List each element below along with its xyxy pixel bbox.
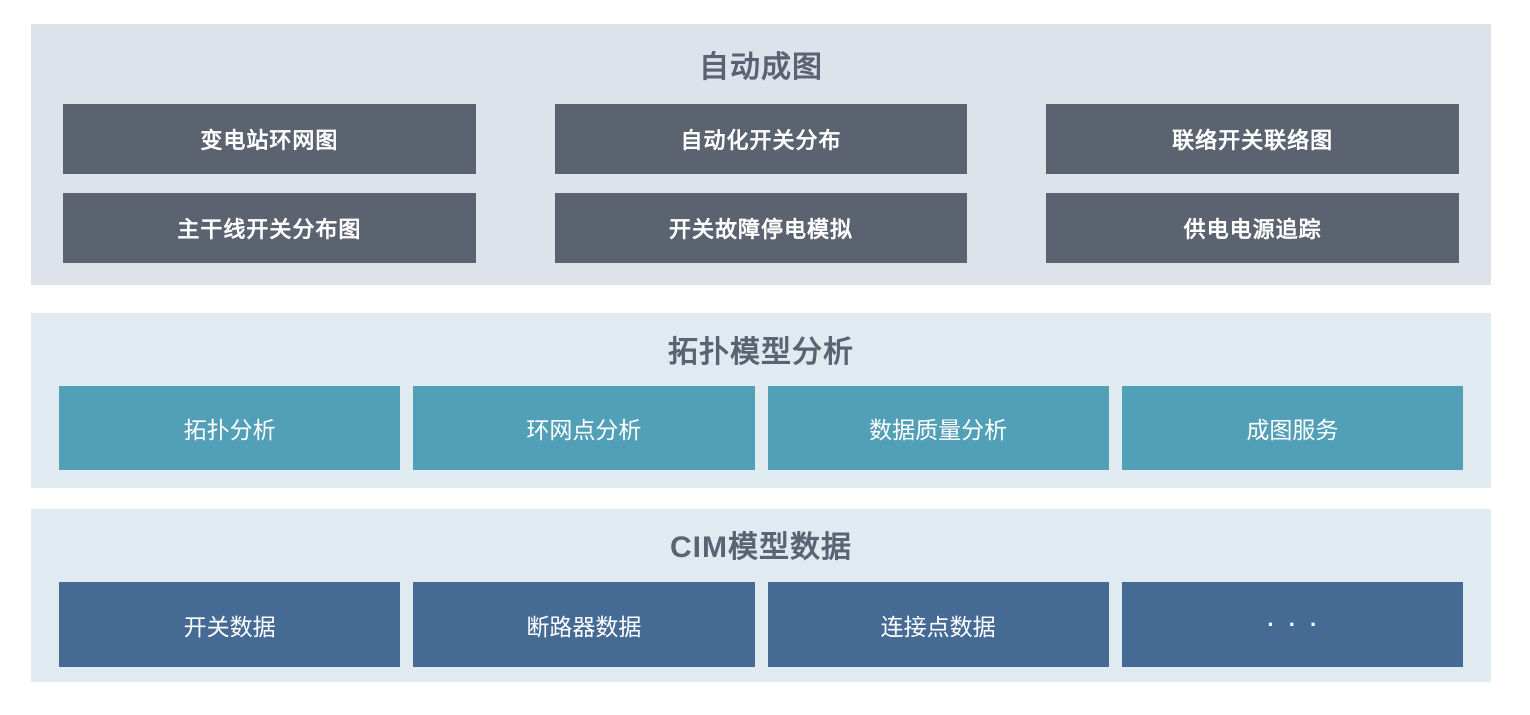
module-switch-data: 开关数据	[59, 582, 401, 667]
section-topology-analysis: 拓扑模型分析 拓扑分析 环网点分析 数据质量分析 成图服务	[31, 313, 1491, 488]
section-auto-mapping: 自动成图 变电站环网图 自动化开关分布 联络开关联络图 主干线开关分布图 开关故…	[31, 24, 1491, 285]
module-diagram-generation-service: 成图服务	[1121, 386, 1463, 470]
module-tie-switch-connection-diagram: 联络开关联络图	[1046, 104, 1459, 174]
topology-analysis-row: 拓扑分析 环网点分析 数据质量分析 成图服务	[59, 386, 1463, 470]
section-cim-model-data: CIM模型数据 开关数据 断路器数据 连接点数据 ···	[31, 509, 1491, 682]
section-auto-mapping-title: 自动成图	[699, 51, 823, 84]
module-power-source-tracing: 供电电源追踪	[1046, 193, 1459, 263]
module-ring-point-analysis: 环网点分析	[413, 386, 755, 470]
module-connection-point-data: 连接点数据	[767, 582, 1109, 667]
section-cim-model-data-title: CIM模型数据	[670, 531, 852, 564]
module-substation-ring-diagram: 变电站环网图	[63, 104, 476, 174]
cim-model-data-row: 开关数据 断路器数据 连接点数据 ···	[59, 582, 1463, 667]
module-more-ellipsis: ···	[1121, 582, 1463, 667]
auto-mapping-row-1: 变电站环网图 自动化开关分布 联络开关联络图	[63, 104, 1459, 174]
module-data-quality-analysis: 数据质量分析	[767, 386, 1109, 470]
auto-mapping-row-2: 主干线开关分布图 开关故障停电模拟 供电电源追踪	[63, 193, 1459, 263]
module-breaker-data: 断路器数据	[413, 582, 755, 667]
module-switch-fault-outage-simulation: 开关故障停电模拟	[554, 193, 968, 263]
module-topology-analysis: 拓扑分析	[59, 386, 401, 470]
module-trunk-line-switch-distribution: 主干线开关分布图	[63, 193, 476, 263]
section-topology-analysis-title: 拓扑模型分析	[668, 336, 854, 369]
module-automated-switch-distribution: 自动化开关分布	[554, 104, 968, 174]
